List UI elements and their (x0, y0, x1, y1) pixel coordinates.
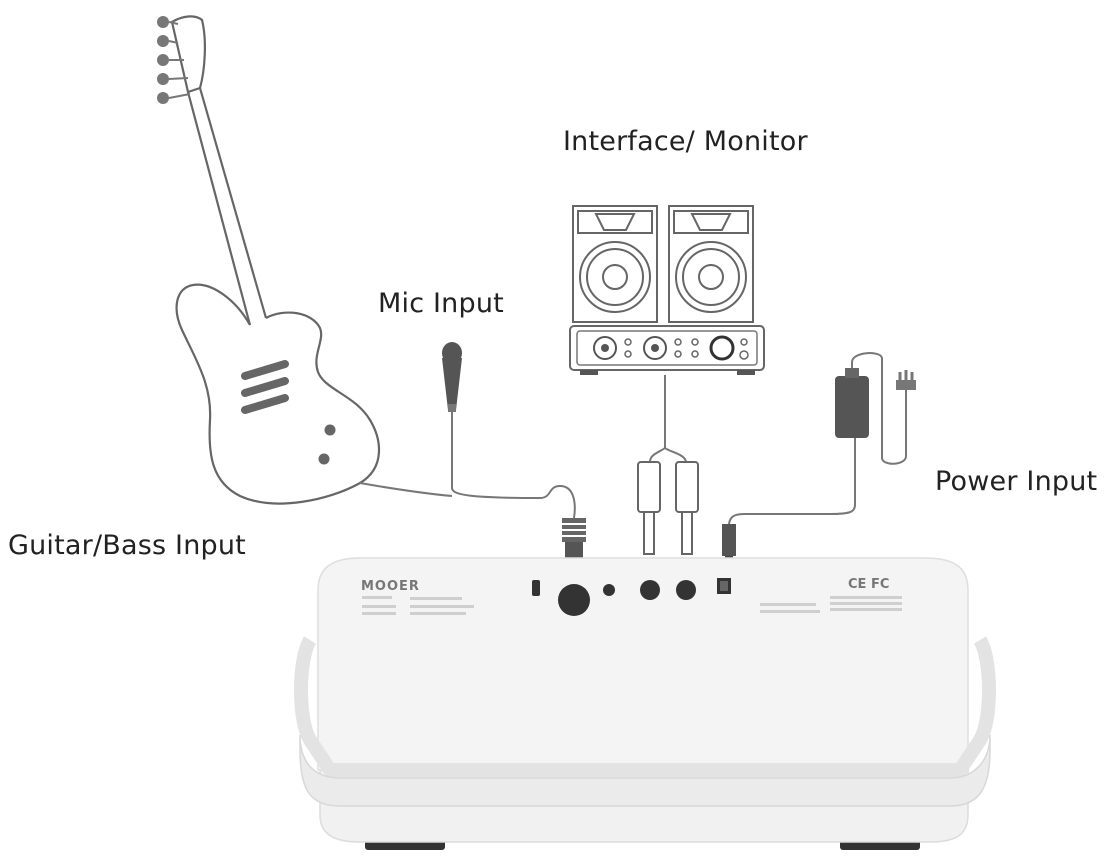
label-interface-monitor: Interface/ Monitor (563, 126, 808, 157)
certification-marks: CE FC (848, 577, 889, 592)
line-out-plugs-icon (637, 461, 699, 555)
power-adapter-icon (835, 368, 869, 438)
pickup-icon (241, 360, 289, 414)
label-guitar-bass-input: Guitar/Bass Input (8, 530, 246, 561)
guitar-icon (170, 15, 381, 505)
amplifier-device (294, 557, 996, 850)
brand-logo-text: MOOER (361, 579, 420, 594)
label-mic-input: Mic Input (378, 288, 504, 319)
audio-interface-icon (569, 325, 765, 375)
microphone-icon (442, 342, 462, 412)
wall-plug-icon (896, 370, 916, 390)
label-power-input: Power Input (935, 466, 1098, 497)
cables (359, 352, 907, 525)
guitar-knob-icon (318, 424, 336, 465)
monitor-speakers-icon (572, 205, 754, 323)
tuning-pegs-icon (157, 16, 169, 104)
